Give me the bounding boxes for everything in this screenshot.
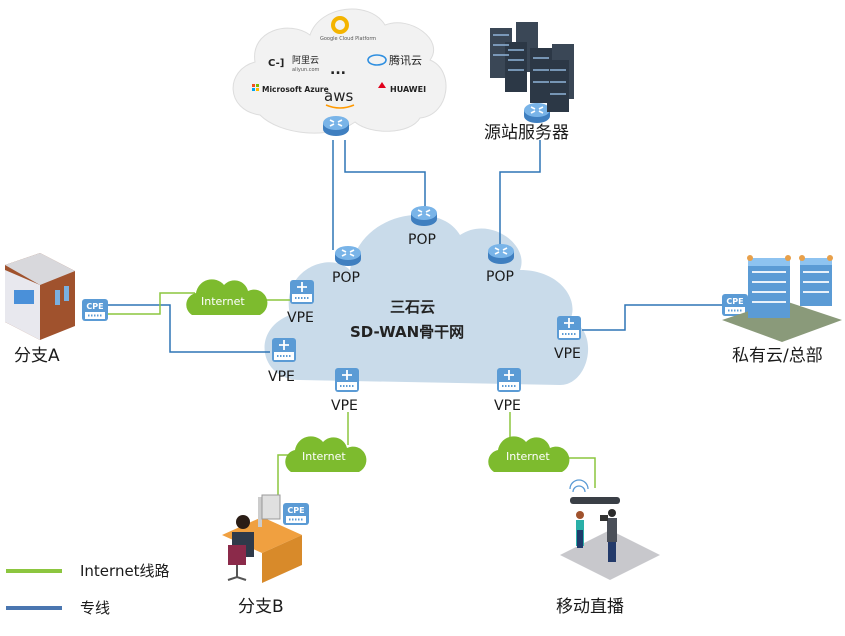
aws-smile-icon xyxy=(325,104,355,109)
vpe-icon xyxy=(289,279,315,305)
google-cloud-icon xyxy=(331,16,349,34)
hq-label: 私有云/总部 xyxy=(732,346,823,366)
dedicated-lines xyxy=(108,140,722,353)
origin-router-icon xyxy=(523,102,551,124)
provider-google: Google Cloud Platform xyxy=(320,36,376,42)
vpe-icon xyxy=(271,337,297,363)
cloud-router-icon xyxy=(322,115,350,137)
pop-label: POP xyxy=(486,269,514,285)
office-worker-icon xyxy=(222,494,302,583)
vpe-icon xyxy=(334,367,360,393)
internet-cloud-label: Internet xyxy=(506,450,550,463)
provider-aws: aws xyxy=(324,87,353,105)
provider-aliyun-sub: aliyun.com xyxy=(292,67,320,73)
provider-logos: Google Cloud Platform C-] 阿里云 aliyun.com… xyxy=(252,16,426,109)
legend-internet-swatch xyxy=(6,568,62,573)
provider-aliyun: 阿里云 xyxy=(292,55,319,66)
internet-cloud-label: Internet xyxy=(302,450,346,463)
provider-huawei: HUAWEI xyxy=(390,85,426,94)
legend-internet: Internet线路 xyxy=(6,560,170,581)
cpe-icon xyxy=(282,502,310,526)
legend-internet-label: Internet线路 xyxy=(80,562,170,580)
vpe-label: VPE xyxy=(331,398,358,414)
wifi-icon xyxy=(569,479,589,493)
branch-a-building-icon xyxy=(5,253,75,340)
public-cloud xyxy=(232,8,447,134)
provider-more: ... xyxy=(330,62,346,78)
vpe-icon xyxy=(496,367,522,393)
aliyun-icon: C-] xyxy=(268,58,284,69)
branch-a-label: 分支A xyxy=(14,346,60,366)
vpe-label: VPE xyxy=(287,310,314,326)
vpe-label: VPE xyxy=(268,369,295,385)
backbone-title: 三石云 xyxy=(390,298,435,316)
legend-dedicated: 专线 xyxy=(6,597,110,618)
pop-label: POP xyxy=(332,270,360,286)
branch-b-label: 分支B xyxy=(238,597,284,617)
mobile-live-icon xyxy=(560,479,660,580)
tencent-cloud-icon xyxy=(367,54,387,66)
mobile-live-label: 移动直播 xyxy=(556,597,624,617)
origin-server-label: 源站服务器 xyxy=(484,123,569,143)
pop-router-icon xyxy=(334,245,362,267)
provider-tencent: 腾讯云 xyxy=(389,53,422,67)
backbone-subtitle: SD-WAN骨干网 xyxy=(350,323,464,341)
hq-buildings-icon xyxy=(722,255,842,342)
huawei-icon xyxy=(378,82,386,88)
vpe-label: VPE xyxy=(494,398,521,414)
vpe-label: VPE xyxy=(554,346,581,362)
pop-router-icon xyxy=(487,243,515,265)
vpe-icon xyxy=(556,315,582,341)
legend-dedicated-swatch xyxy=(6,605,62,610)
pop-label: POP xyxy=(408,232,436,248)
server-rack-icon xyxy=(490,22,574,112)
provider-azure: Microsoft Azure xyxy=(262,85,329,94)
legend-dedicated-label: 专线 xyxy=(80,599,111,617)
pop-router-icon xyxy=(410,205,438,227)
internet-cloud-label: Internet xyxy=(201,295,245,308)
cpe-icon xyxy=(81,298,109,322)
